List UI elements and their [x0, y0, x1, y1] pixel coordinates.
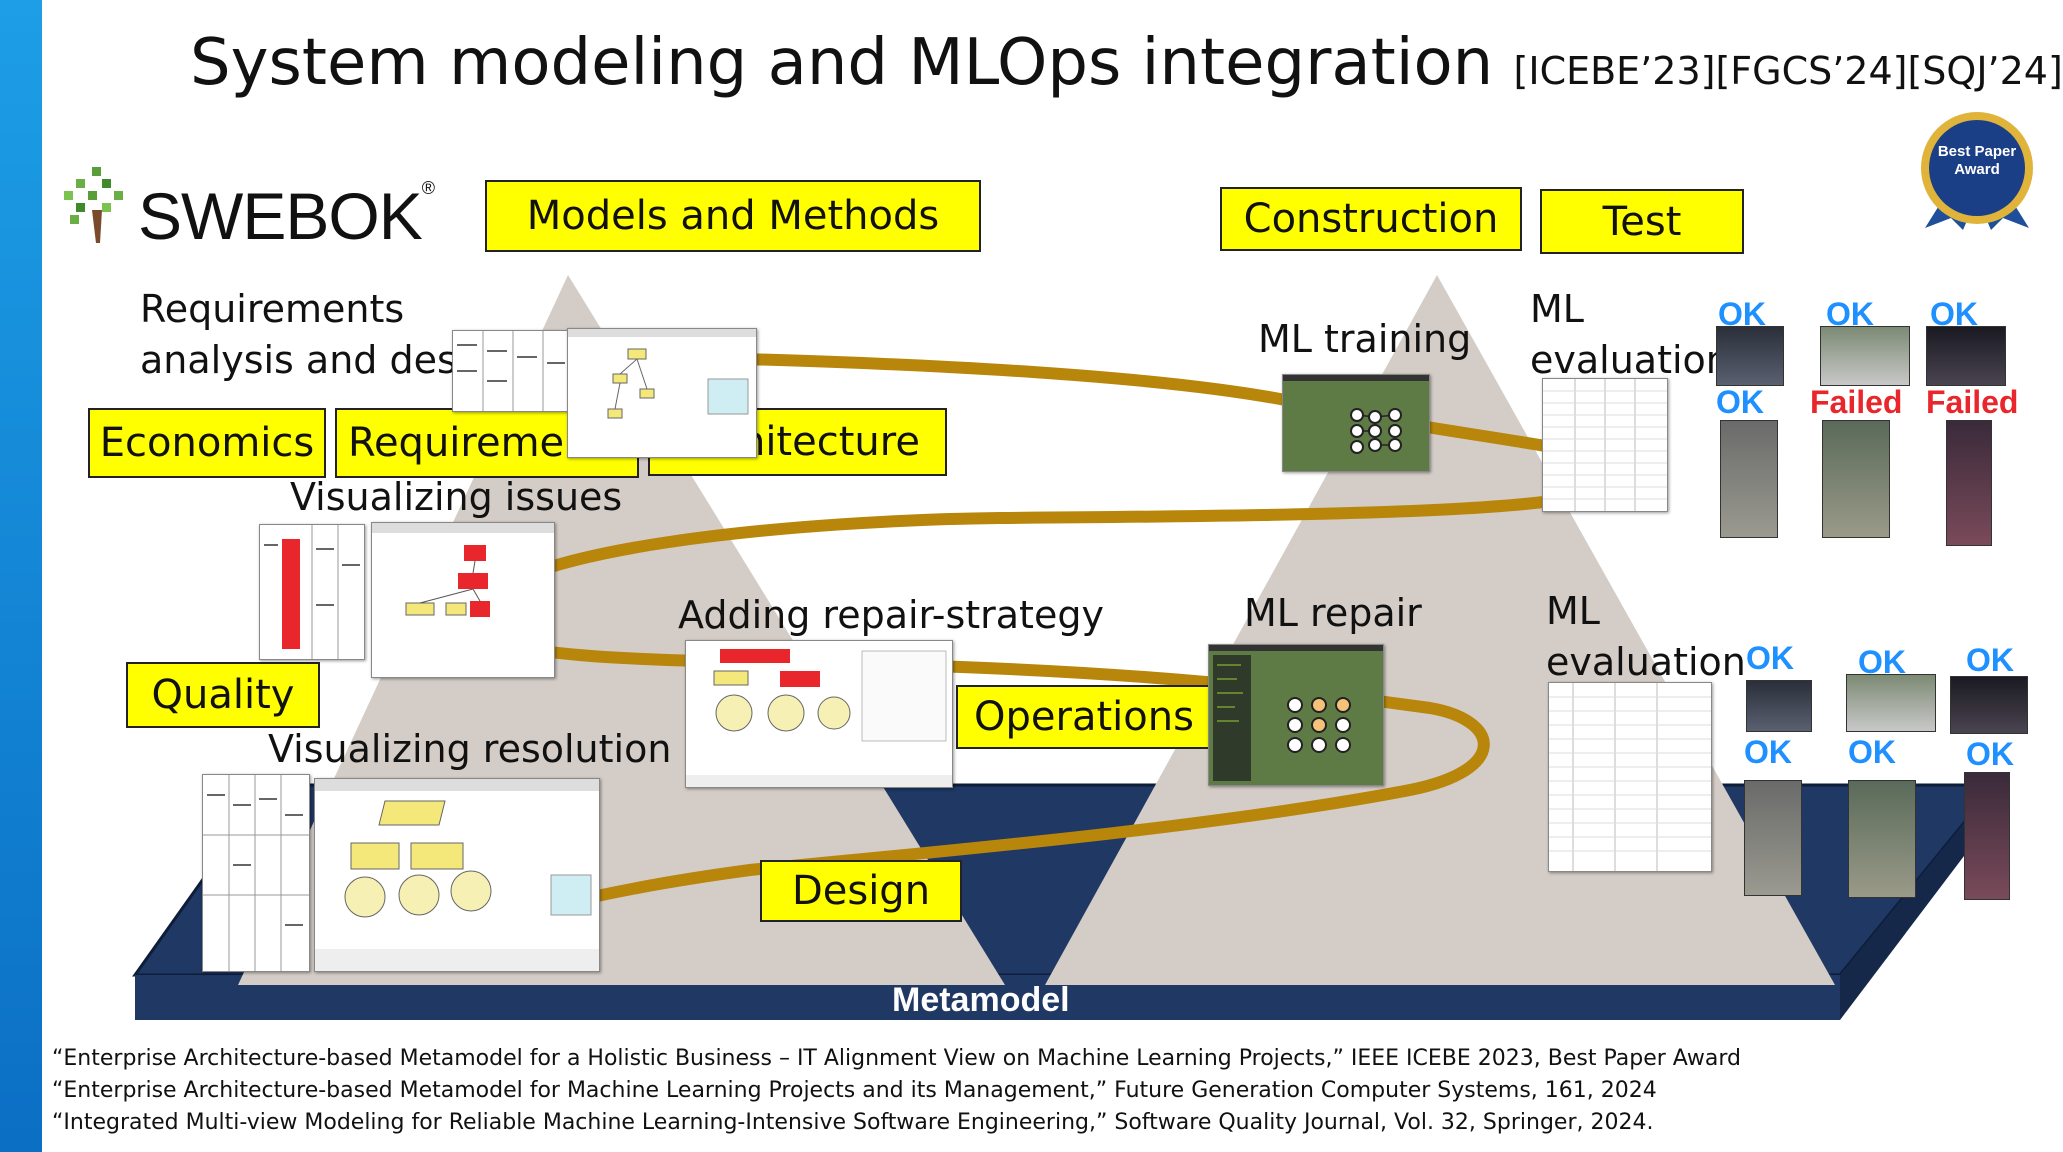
thumbnail-resolution-diagram — [314, 778, 600, 972]
thumbnail-ml-repair — [1208, 644, 1384, 786]
box-test: Test — [1540, 189, 1744, 254]
label-ml-eval-top-line1: ML — [1530, 287, 1584, 331]
result-bottom-1-3: OK — [1966, 642, 2014, 678]
thumbnail-ml-evaluation-table-bottom — [1548, 682, 1712, 872]
thumbnail-issues-table — [259, 524, 365, 660]
label-adding-repair-strategy: Adding repair-strategy — [678, 593, 1104, 637]
reference-3: “Integrated Multi-view Modeling for Reli… — [52, 1110, 1654, 1135]
photo-person-2-top — [1822, 420, 1890, 538]
result-top-2-3: Failed — [1926, 384, 2019, 420]
photo-car-2-bottom — [1846, 674, 1936, 732]
box-operations: Operations — [956, 685, 1212, 749]
label-ml-eval-bottom-line2: evaluation — [1546, 640, 1746, 685]
label-requirements-line1: Requirements — [140, 287, 405, 331]
result-top-1-2: OK — [1826, 296, 1874, 332]
photo-person-1-top — [1720, 420, 1778, 538]
photo-person-1-bottom — [1744, 780, 1802, 896]
photo-car-1-top — [1716, 326, 1784, 386]
label-ml-eval-bottom-line1: ML — [1546, 589, 1600, 633]
thumbnail-requirements-table — [452, 330, 572, 412]
result-bottom-1-1: OK — [1746, 640, 1794, 676]
result-bottom-1-2: OK — [1858, 644, 1906, 680]
swebok-logo: SWEBOK® — [138, 178, 435, 254]
box-design: Design — [760, 860, 962, 922]
reference-1: “Enterprise Architecture-based Metamodel… — [52, 1046, 1742, 1071]
slide-title: System modeling and MLOps integration [I… — [190, 26, 2063, 100]
thumbnail-repair-strategy — [685, 640, 953, 788]
photo-car-2-top — [1820, 326, 1910, 386]
badge-line-1: Best Paper — [1937, 143, 2017, 160]
result-top-1-3: OK — [1930, 296, 1978, 332]
photo-person-2-bottom — [1848, 780, 1916, 898]
thumbnail-ml-evaluation-table-top — [1542, 378, 1668, 512]
label-ml-training: ML training — [1258, 317, 1472, 361]
box-quality: Quality — [126, 662, 320, 728]
box-construction: Construction — [1220, 187, 1522, 251]
label-ml-evaluation-top: ML evaluation — [1530, 284, 1730, 387]
photo-person-3-top — [1946, 420, 1992, 546]
result-top-1-1: OK — [1718, 296, 1766, 332]
reference-2: “Enterprise Architecture-based Metamodel… — [52, 1078, 1657, 1103]
title-main: System modeling and MLOps integration — [190, 26, 1494, 100]
result-top-2-1: OK — [1716, 384, 1764, 420]
sidebar-accent — [0, 0, 42, 1152]
result-bottom-2-1: OK — [1744, 734, 1792, 770]
photo-car-3-top — [1926, 326, 2006, 386]
result-bottom-2-3: OK — [1966, 736, 2014, 772]
swebok-wordmark: SWEBOK — [138, 179, 423, 253]
box-economics: Economics — [88, 408, 326, 478]
result-bottom-2-2: OK — [1848, 734, 1896, 770]
registered-mark: ® — [421, 178, 435, 198]
photo-car-3-bottom — [1950, 676, 2028, 734]
label-visualizing-resolution: Visualizing resolution — [268, 727, 672, 771]
photo-car-1-bottom — [1746, 680, 1812, 732]
label-visualizing-issues: Visualizing issues — [290, 475, 623, 519]
box-models-and-methods: Models and Methods — [485, 180, 981, 252]
thumbnail-ml-training — [1282, 374, 1430, 472]
thumbnail-architecture-model — [567, 328, 757, 458]
metamodel-platform-side — [1840, 785, 1995, 1020]
label-ml-repair: ML repair — [1244, 591, 1422, 635]
label-ml-evaluation-bottom: ML evaluation — [1546, 586, 1746, 689]
result-top-2-2: Failed — [1810, 384, 1903, 420]
label-metamodel: Metamodel — [892, 981, 1070, 1019]
badge-line-2: Award — [1954, 161, 2000, 178]
title-citations: [ICEBE’23][FGCS’24][SQJ’24] — [1513, 49, 2063, 93]
best-paper-award-badge — [1921, 112, 2033, 230]
photo-person-3-bottom — [1964, 772, 2010, 900]
badge-text: Best Paper Award — [1915, 143, 2039, 179]
swebok-logo-icon — [64, 167, 123, 243]
thumbnail-resolution-table — [202, 774, 310, 972]
thumbnail-issues-diagram — [371, 522, 555, 678]
label-ml-eval-top-line2: evaluation — [1530, 338, 1730, 383]
